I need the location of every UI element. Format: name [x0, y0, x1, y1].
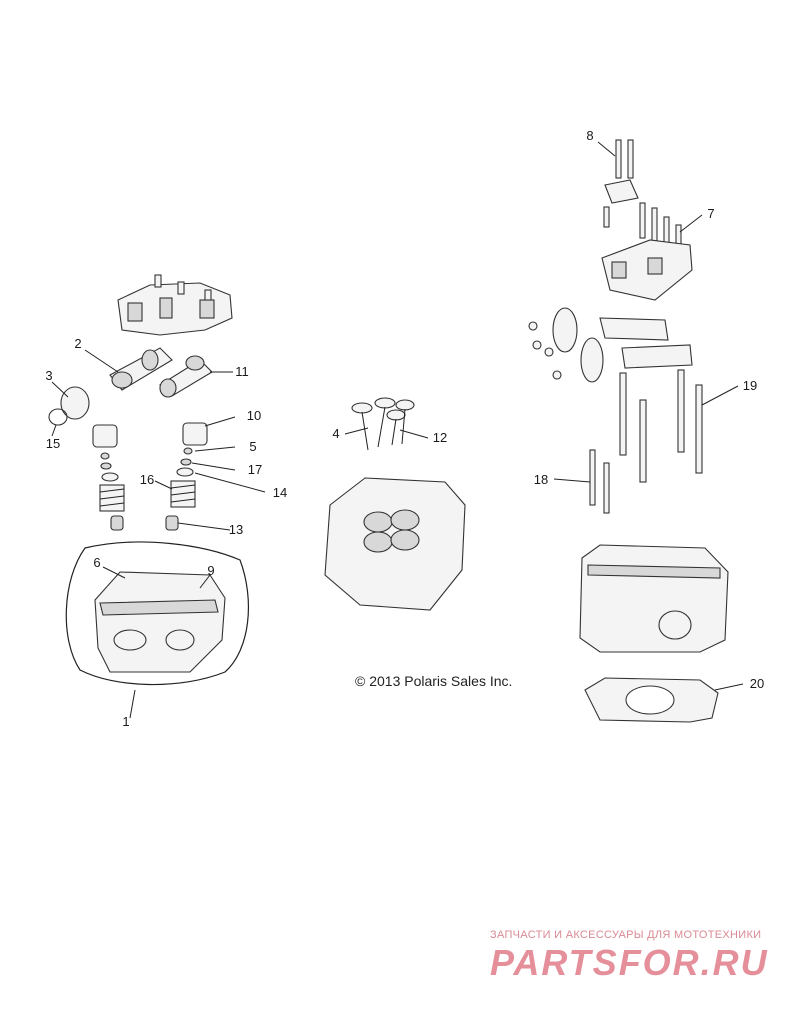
camshafts-with-gears [552, 307, 693, 383]
cylinder-head-bottom-view [324, 477, 466, 611]
valve-retainer-right [180, 458, 192, 466]
callout-19: 19 [743, 378, 757, 393]
camshaft-cap-bolts [603, 202, 682, 251]
valve-spring-left [99, 484, 125, 512]
callout-labels: 1 2 3 4 5 6 7 8 9 10 11 12 13 14 15 16 1… [45, 128, 764, 729]
callout-17: 17 [248, 462, 262, 477]
callout-3: 3 [45, 368, 52, 383]
camshaft-carrier [601, 239, 693, 301]
callout-5: 5 [249, 439, 256, 454]
callout-20: 20 [750, 676, 764, 691]
callout-13: 13 [229, 522, 243, 537]
valve-keeper-right [183, 447, 193, 455]
exhaust-valves [386, 399, 415, 446]
cylinder-head [94, 571, 226, 673]
watermark-tagline: ЗАПЧАСТИ И АКСЕССУАРЫ ДЛЯ МОТОТЕХНИКИ [490, 929, 762, 941]
cylinder-head-long-bolts [619, 369, 703, 483]
callout-15: 15 [46, 436, 60, 451]
camshaft-intake [159, 355, 213, 398]
rocker-arm-assembly [117, 274, 233, 336]
callout-9: 9 [207, 563, 214, 578]
cam-chain-tensioner-bolts [604, 139, 639, 204]
callout-12: 12 [433, 430, 447, 445]
camshaft-exhaust [109, 347, 173, 391]
callout-18: 18 [534, 472, 548, 487]
callout-2: 2 [74, 336, 81, 351]
valve-keeper-left [100, 452, 110, 460]
valve-tappet-left [92, 424, 118, 448]
valve-seal-right [165, 515, 179, 531]
callout-14: 14 [273, 485, 287, 500]
callout-7: 7 [707, 206, 714, 221]
callout-8: 8 [586, 128, 593, 143]
watermark-logo: PARTSFOR.RU [490, 942, 769, 983]
valve-spring-right [170, 480, 196, 508]
callout-6: 6 [93, 555, 100, 570]
callout-16: 16 [140, 472, 154, 487]
circlip [48, 408, 68, 426]
cam-sprocket [60, 386, 90, 420]
sprocket-bolts [528, 321, 562, 380]
valve-retainer-left [100, 462, 112, 470]
callout-4: 4 [332, 426, 339, 441]
head-gasket [584, 677, 719, 723]
cylinder-head-outline [65, 541, 249, 686]
leader-lines [51, 141, 744, 719]
spring-seat-right [176, 467, 194, 477]
intake-valves [351, 397, 396, 451]
valve-tappet-right [182, 422, 208, 446]
callout-11: 11 [235, 364, 249, 379]
cylinder-head-short-bolts [589, 449, 610, 514]
callout-1: 1 [122, 714, 129, 729]
callout-10: 10 [247, 408, 261, 423]
cylinder-head-top-view [579, 544, 729, 653]
valve-seal-left [110, 515, 124, 531]
copyright-notice: © 2013 Polaris Sales Inc. [355, 673, 513, 689]
spring-seat-left [101, 472, 119, 482]
